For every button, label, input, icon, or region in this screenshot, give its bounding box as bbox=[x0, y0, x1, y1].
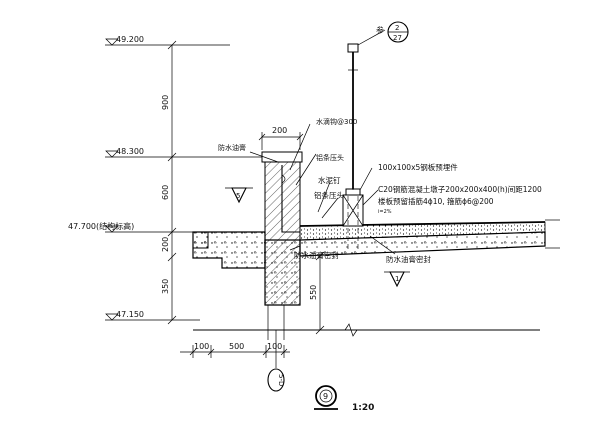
dim-bottom-100-left: 100 bbox=[194, 342, 209, 351]
axis-bubble bbox=[267, 368, 285, 392]
elevation-47150: 47.150 bbox=[116, 310, 144, 319]
axis-label: 5-D bbox=[277, 374, 285, 386]
bottom-dimension-chain bbox=[180, 345, 290, 358]
ref-denominator: 27 bbox=[393, 34, 402, 42]
section-mark-5: 5 bbox=[236, 192, 240, 200]
detail-number-circle bbox=[315, 385, 337, 407]
eave-upturn bbox=[192, 231, 209, 249]
ref-prefix: 参 bbox=[376, 25, 384, 35]
eave-beam bbox=[192, 231, 266, 269]
label-cement-nail: 水泥钉 bbox=[318, 175, 341, 185]
label-waterproof-paste: 防水油膏 bbox=[218, 143, 246, 152]
dim-bottom-100-right: 100 bbox=[267, 342, 282, 351]
label-alu-cap: 铝条压头 bbox=[316, 153, 344, 162]
ref-number: 2 bbox=[395, 24, 399, 32]
elevation-49200: 49.200 bbox=[116, 35, 144, 44]
label-seal-left: 防水油膏密封 bbox=[294, 250, 339, 260]
dim-900: 900 bbox=[161, 95, 170, 110]
elevation-48300: 48.300 bbox=[116, 147, 144, 156]
label-alu-strip: 铝条压头 bbox=[314, 190, 344, 200]
section-mark-1: 1 bbox=[395, 275, 399, 283]
railing-top bbox=[347, 43, 359, 53]
parapet-waterproofing bbox=[281, 165, 300, 233]
detail-number: 9 bbox=[323, 392, 328, 401]
vertical-dimension-chain bbox=[167, 40, 177, 325]
label-seal-right: 防水油膏密封 bbox=[386, 254, 431, 264]
dim-bottom-500: 500 bbox=[229, 342, 244, 351]
dim-350: 350 bbox=[161, 279, 170, 294]
label-concrete-pier: C20钢筋混凝土墩子200x200x400(h)间距1200 bbox=[378, 184, 542, 194]
dim-600: 600 bbox=[161, 185, 170, 200]
break-symbol bbox=[344, 323, 358, 337]
dim-550: 550 bbox=[309, 285, 318, 300]
label-steel-embed: 100x100x5钢板预埋件 bbox=[378, 162, 458, 172]
drawing-scale: 1:20 bbox=[352, 403, 374, 413]
dim-top-200: 200 bbox=[272, 126, 287, 135]
elevation-47700: 47.700(结构标高) bbox=[68, 221, 134, 231]
dim-200: 200 bbox=[161, 237, 170, 252]
elevation-markers bbox=[105, 38, 119, 321]
label-slope: i=2% bbox=[378, 209, 392, 215]
label-drain-hole: 水滴钩@300 bbox=[316, 117, 357, 126]
label-rebar-note: 楼板预留插筋4ɸ10, 箍筋ɸ6@200 bbox=[378, 196, 494, 206]
dim-550-line bbox=[315, 251, 325, 335]
drip-groove bbox=[281, 174, 286, 184]
roof-membrane bbox=[299, 221, 546, 227]
top-dimension bbox=[258, 132, 304, 150]
edge-beam bbox=[264, 239, 301, 306]
